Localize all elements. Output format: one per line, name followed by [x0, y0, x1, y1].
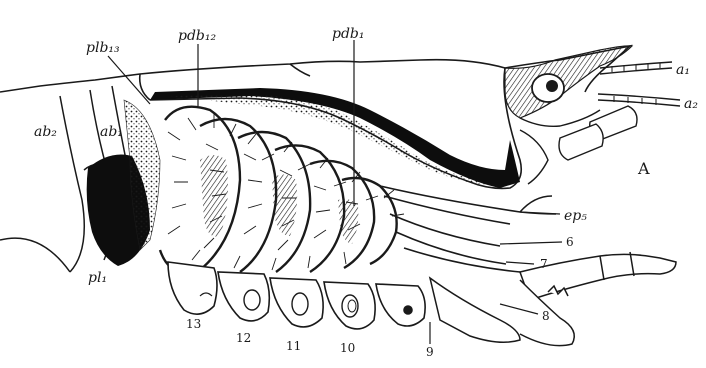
label-plb13: plb₁₃ [86, 40, 120, 56]
label-8: 8 [542, 309, 550, 323]
mouthparts [520, 106, 637, 184]
label-ab1: ab₁ [100, 124, 123, 140]
walking-legs [430, 252, 676, 346]
label-6: 6 [566, 235, 574, 249]
leader-6 [500, 242, 562, 244]
label-pdb12: pdb₁₂ [178, 28, 216, 44]
label-10: 10 [340, 341, 355, 355]
label-7: 7 [540, 257, 548, 271]
label-a1: a₁ [676, 62, 690, 78]
label-pdb1: pdb₁ [332, 26, 365, 42]
antennae [598, 62, 680, 106]
label-pl1: pl₁ [88, 270, 107, 286]
label-figure-letter: A [637, 159, 650, 178]
label-12: 12 [236, 331, 251, 345]
label-a2: a₂ [684, 96, 698, 112]
label-eps: ep₅ [564, 208, 587, 224]
pleopod-lobes [168, 262, 425, 329]
leader-7 [506, 262, 534, 264]
label-ab2: ab₂ [34, 124, 57, 140]
pleopod-base-shading [87, 100, 160, 266]
label-13: 13 [186, 317, 201, 331]
epipodites [380, 186, 556, 272]
label-11: 11 [286, 339, 301, 353]
label-9: 9 [426, 345, 434, 359]
